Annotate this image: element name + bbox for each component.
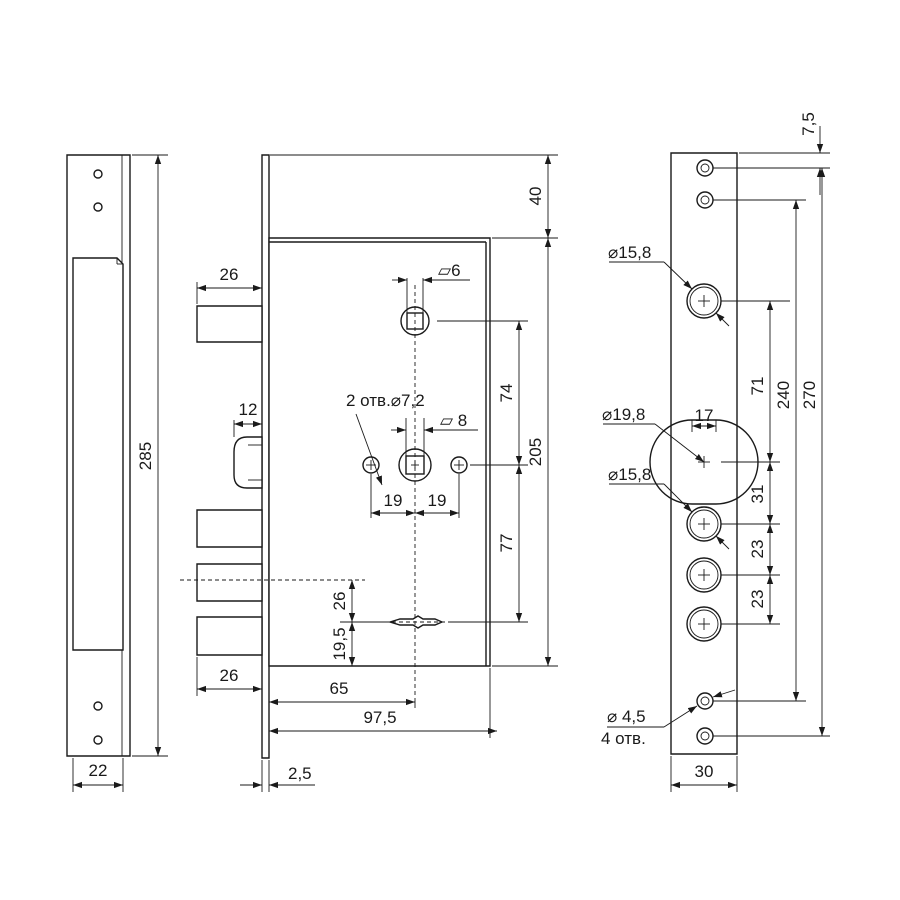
striker-plate-slot xyxy=(72,257,124,651)
latch-opening xyxy=(649,419,759,505)
backset-dim: 65 xyxy=(330,679,349,698)
dia-lower-label: ⌀15,8 xyxy=(608,465,651,484)
bolt-middle-1 xyxy=(196,509,263,548)
faceplate-outline xyxy=(670,152,738,755)
dim-240-label: 240 xyxy=(774,381,793,409)
bottom-slot xyxy=(387,615,444,629)
striker-width-label: 22 xyxy=(89,761,108,780)
faceplate-thickness-dim: 2,5 xyxy=(288,764,312,783)
bolt-bottom xyxy=(196,616,263,656)
dim-23a-label: 23 xyxy=(748,540,767,559)
mount-hole-left xyxy=(362,456,380,474)
holes-label: 2 отв.⌀7,2 xyxy=(346,391,425,410)
striker-hole xyxy=(93,169,103,179)
latch-bolt xyxy=(233,436,263,489)
bolt-middle-2 xyxy=(196,563,263,602)
lower-spacing-dim: 77 xyxy=(497,534,516,553)
striker-hole xyxy=(93,701,103,711)
latch-dim: 12 xyxy=(239,400,258,419)
upper-spacing-dim: 74 xyxy=(497,384,516,403)
lock-case xyxy=(268,237,491,667)
bolt-top xyxy=(196,305,263,343)
striker-plate-view: 285 22 xyxy=(66,154,168,792)
top-margin-dim: 7,5 xyxy=(799,112,818,136)
square-top-label: ▱6 xyxy=(438,261,461,280)
depth-dim: 97,5 xyxy=(363,708,396,727)
square-middle-label: ▱ 8 xyxy=(440,411,467,430)
dim-31-label: 31 xyxy=(748,485,767,504)
bolt-top-dim: 26 xyxy=(220,265,239,284)
spindle-hole-top xyxy=(400,306,430,336)
hole-left-dim: 19 xyxy=(384,491,403,510)
mount-hole-right xyxy=(450,456,468,474)
striker-hole xyxy=(93,202,103,212)
hole-right-dim: 19 xyxy=(428,491,447,510)
dia-latch-label: ⌀19,8 xyxy=(602,405,645,424)
lock-faceplate xyxy=(261,154,270,759)
screw-dia-label: ⌀ 4,5 xyxy=(607,707,646,726)
faceplate-view: 7,5 270 240 71 31 23 23 ⌀15,8 ⌀19,8 17 ⌀… xyxy=(601,112,830,792)
faceplate-width-label: 30 xyxy=(695,762,714,781)
lock-body-view: ▱6 ▱ 8 2 отв.⌀7,2 19 19 xyxy=(180,154,558,792)
bottom-offset-dim: 19,5 xyxy=(330,627,349,660)
dia-upper-label: ⌀15,8 xyxy=(608,243,651,262)
dim-23b-label: 23 xyxy=(748,590,767,609)
body-height-dim: 205 xyxy=(526,438,545,466)
striker-hole xyxy=(93,735,103,745)
dim-270-label: 270 xyxy=(800,381,819,409)
spindle-hole-middle xyxy=(398,448,432,482)
bolt-spacing-dim: 26 xyxy=(330,592,349,611)
dim-71-label: 71 xyxy=(748,377,767,396)
bolt-bottom-dim: 26 xyxy=(220,666,239,685)
striker-height-label: 285 xyxy=(136,442,155,470)
spindle-square-top xyxy=(406,312,424,330)
spindle-square-middle xyxy=(405,455,425,475)
top-offset-dim: 40 xyxy=(526,187,545,206)
screw-count-label: 4 отв. xyxy=(601,729,646,748)
latch-width-label: 17 xyxy=(695,406,714,425)
